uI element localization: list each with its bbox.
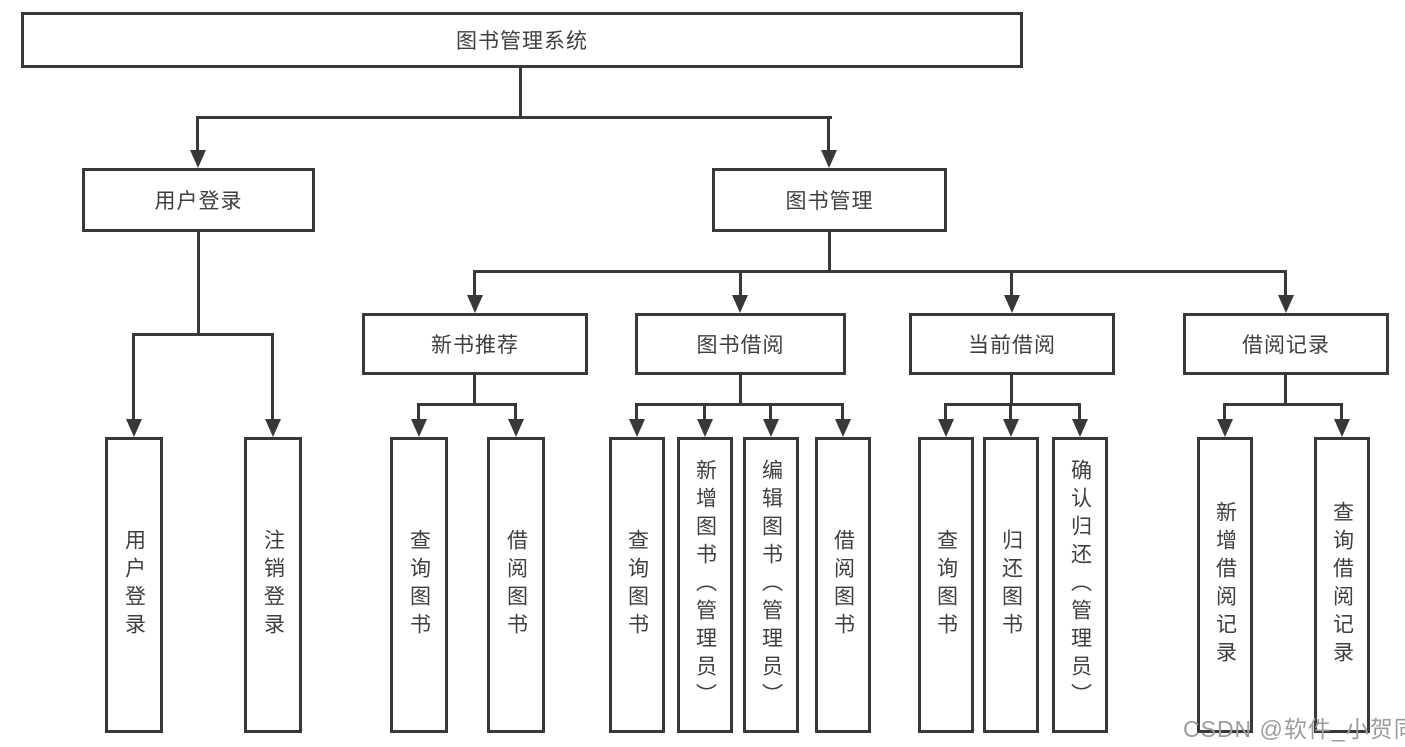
leaf-query-books-rec: 查询图书 — [390, 437, 448, 733]
leaf-query-books-borrow-label: 查询图书 — [625, 529, 649, 641]
leaf-return-books-label: 归还图书 — [999, 529, 1023, 641]
arrowhead-down-icon — [1003, 419, 1019, 437]
arrowhead-down-icon — [467, 295, 483, 313]
connector-line — [1340, 403, 1343, 421]
arrowhead-down-icon — [1004, 295, 1020, 313]
arrowhead-down-icon — [821, 150, 837, 168]
node-user-login-label: 用户登录 — [154, 190, 243, 213]
arrowhead-down-icon — [265, 419, 281, 437]
connector-line — [514, 403, 517, 421]
arrowhead-down-icon — [938, 419, 954, 437]
connector-line — [1078, 403, 1081, 421]
connector-line — [739, 270, 742, 297]
arrowhead-down-icon — [508, 419, 524, 437]
connector-line — [635, 403, 844, 406]
connector-line — [1284, 270, 1287, 297]
leaf-user-login-label: 用户登录 — [122, 529, 146, 641]
connector-line — [473, 375, 476, 406]
arrowhead-down-icon — [1072, 419, 1088, 437]
node-new-book-recommend-label: 新书推荐 — [431, 334, 519, 357]
connector-line — [827, 116, 830, 152]
node-borrow-records-label: 借阅记录 — [1242, 334, 1330, 357]
node-book-borrow-label: 图书借阅 — [696, 334, 785, 357]
connector-line — [196, 116, 199, 152]
leaf-borrow-books: 借阅图书 — [815, 437, 871, 733]
connector-line — [828, 232, 831, 273]
connector-line — [944, 403, 947, 421]
connector-line — [417, 403, 420, 421]
arrowhead-down-icon — [411, 419, 427, 437]
leaf-borrow-books-label: 借阅图书 — [831, 529, 855, 641]
csdn-watermark: CSDN @软件_小贺同学 — [1183, 716, 1405, 742]
node-book-management: 图书管理 — [712, 168, 947, 232]
arrowhead-down-icon — [1217, 419, 1233, 437]
arrowhead-down-icon — [190, 150, 206, 168]
leaf-logout: 注销登录 — [244, 437, 302, 733]
connector-line — [132, 333, 135, 421]
connector-line — [271, 333, 274, 421]
connector-line — [1284, 375, 1287, 406]
leaf-query-books-current: 查询图书 — [918, 437, 974, 733]
node-book-management-label: 图书管理 — [785, 190, 874, 213]
node-borrow-records: 借阅记录 — [1183, 313, 1389, 375]
node-root: 图书管理系统 — [21, 12, 1023, 68]
node-root-label: 图书管理系统 — [456, 30, 588, 53]
leaf-query-books-borrow: 查询图书 — [609, 437, 665, 733]
leaf-confirm-return-admin-label: 确认归还（管理员） — [1068, 459, 1092, 711]
leaf-add-books-admin-label: 新增图书（管理员） — [693, 459, 717, 711]
connector-line — [1223, 403, 1343, 406]
connector-line — [769, 403, 772, 421]
leaf-add-books-admin: 新增图书（管理员） — [677, 437, 733, 733]
node-current-borrow-label: 当前借阅 — [968, 334, 1056, 357]
arrowhead-down-icon — [763, 419, 779, 437]
leaf-query-borrow-record-label: 查询借阅记录 — [1330, 501, 1354, 669]
arrowhead-down-icon — [1334, 419, 1350, 437]
leaf-return-books: 归还图书 — [983, 437, 1039, 733]
connector-line — [739, 375, 742, 406]
connector-line — [519, 68, 522, 119]
leaf-edit-books-admin-label: 编辑图书（管理员） — [759, 459, 783, 711]
leaf-confirm-return-admin: 确认归还（管理员） — [1052, 437, 1108, 733]
connector-line — [417, 403, 517, 406]
connector-line — [635, 403, 638, 421]
connector-line — [703, 403, 706, 421]
leaf-borrow-books-rec: 借阅图书 — [487, 437, 545, 733]
leaf-borrow-books-rec-label: 借阅图书 — [504, 529, 528, 641]
node-current-borrow: 当前借阅 — [909, 313, 1115, 375]
connector-line — [944, 403, 1081, 406]
connector-line — [132, 333, 274, 336]
connector-line — [1010, 375, 1013, 406]
leaf-user-login: 用户登录 — [105, 437, 163, 733]
leaf-query-borrow-record: 查询借阅记录 — [1314, 437, 1370, 733]
leaf-edit-books-admin: 编辑图书（管理员） — [743, 437, 799, 733]
arrowhead-down-icon — [697, 419, 713, 437]
connector-line — [473, 270, 476, 297]
arrowhead-down-icon — [732, 295, 748, 313]
arrowhead-down-icon — [1278, 295, 1294, 313]
node-user-login: 用户登录 — [82, 168, 315, 232]
arrowhead-down-icon — [629, 419, 645, 437]
arrowhead-down-icon — [835, 419, 851, 437]
connector-line — [1223, 403, 1226, 421]
connector-line — [196, 116, 832, 119]
leaf-query-books-rec-label: 查询图书 — [407, 529, 431, 641]
leaf-add-borrow-record-label: 新增借阅记录 — [1213, 501, 1237, 669]
leaf-add-borrow-record: 新增借阅记录 — [1197, 437, 1253, 733]
arrowhead-down-icon — [126, 419, 142, 437]
leaf-query-books-current-label: 查询图书 — [934, 529, 958, 641]
connector-line — [473, 270, 1287, 273]
connector-line — [841, 403, 844, 421]
connector-line — [197, 232, 200, 336]
connector-line — [1010, 270, 1013, 297]
node-new-book-recommend: 新书推荐 — [362, 313, 588, 375]
node-book-borrow: 图书借阅 — [635, 313, 846, 375]
connector-line — [1009, 403, 1012, 421]
leaf-logout-label: 注销登录 — [261, 529, 285, 641]
